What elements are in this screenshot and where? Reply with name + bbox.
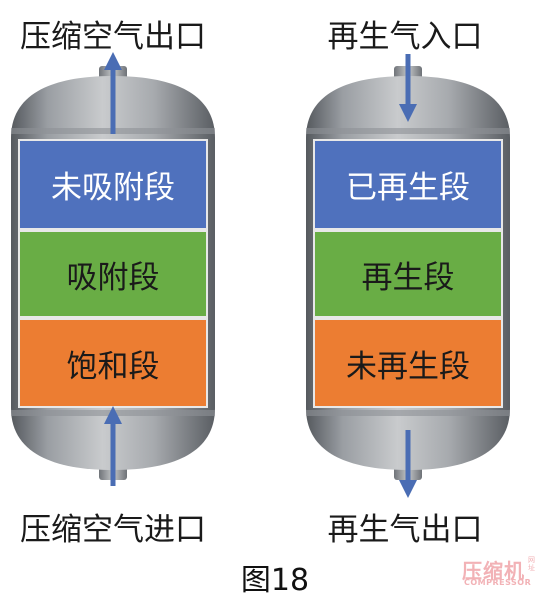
left-stage-saturated: 饱和段	[18, 318, 208, 408]
right-inlet-down-arrow	[399, 54, 417, 122]
left-inlet-up-arrow	[104, 406, 122, 486]
right-outlet-label: 再生气出口	[327, 512, 483, 548]
left-stage-saturated-label: 饱和段	[66, 348, 160, 385]
right-regeneration-vessel: 已再生段 再生段 未再生段	[298, 58, 518, 488]
left-stage-adsorbing-label: 吸附段	[66, 259, 160, 296]
right-stage-regenerated-label: 已再生段	[346, 170, 470, 206]
watermark-side-text: 网址	[528, 556, 535, 572]
watermark-subtext: COMPRESSOR	[464, 578, 532, 587]
left-stage-unadsorbed: 未吸附段	[18, 139, 208, 230]
right-stage-unregenerated-label: 未再生段	[346, 348, 470, 385]
right-stage-unregenerated: 未再生段	[313, 318, 503, 408]
watermark-logo-text: 压缩机	[462, 559, 525, 583]
right-inlet-label: 再生气入口	[327, 19, 483, 55]
left-outlet-label: 压缩空气出口	[20, 19, 206, 55]
left-stage-adsorbing: 吸附段	[18, 230, 208, 318]
left-stage-unadsorbed-label: 未吸附段	[51, 170, 175, 206]
right-outlet-down-arrow	[399, 430, 417, 498]
left-outlet-up-arrow	[104, 52, 122, 134]
right-stage-regenerated: 已再生段	[313, 139, 503, 230]
right-stage-regenerating-label: 再生段	[361, 259, 455, 296]
right-stage-regenerating: 再生段	[313, 230, 503, 318]
left-inlet-label: 压缩空气进口	[20, 512, 206, 548]
